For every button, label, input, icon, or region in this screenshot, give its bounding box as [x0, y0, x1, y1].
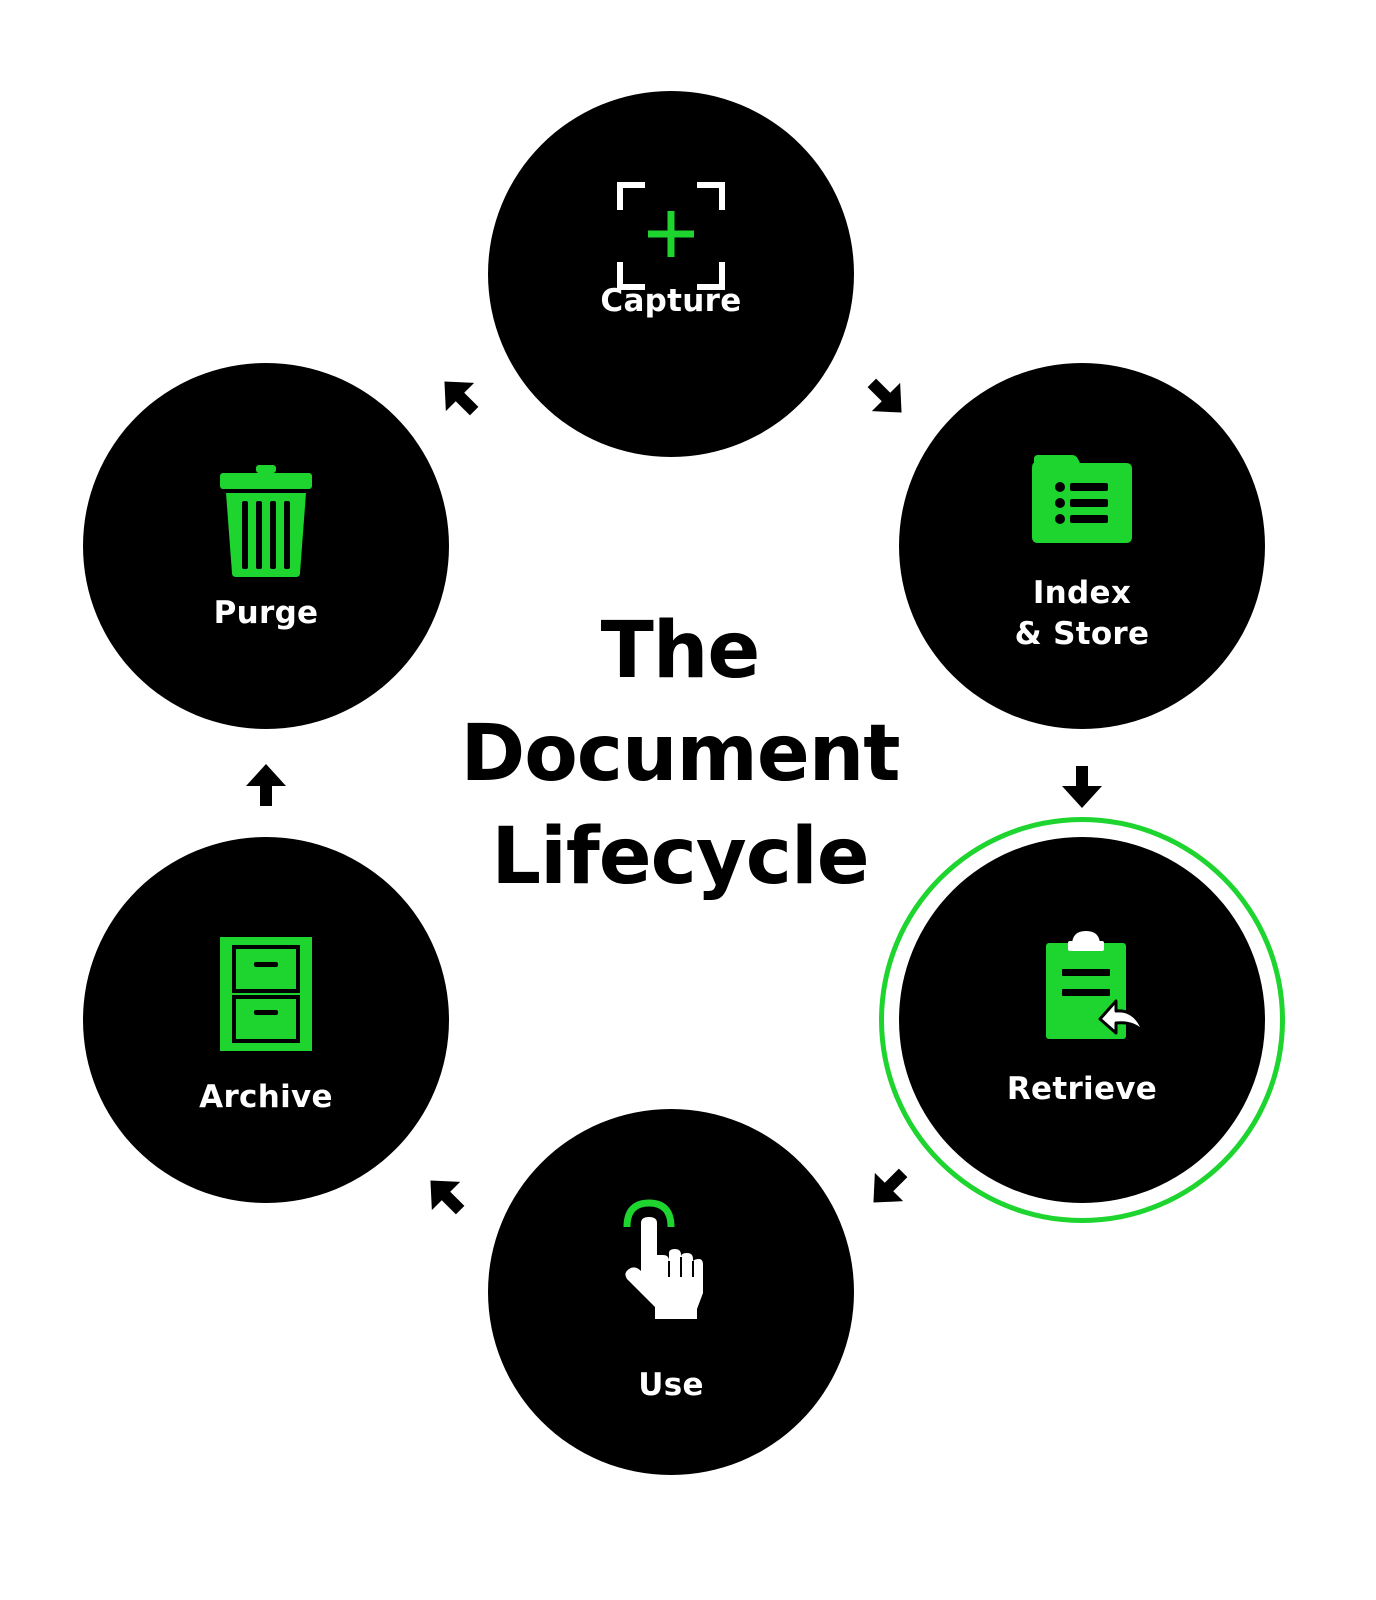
flow-arrow-archive-to-purge [246, 764, 286, 806]
capture-frame-plus-icon [617, 182, 725, 290]
flow-arrow-use-to-archive [430, 1180, 465, 1215]
stage-label-line: Index [1032, 575, 1132, 611]
stage-label: Archive [83, 1077, 449, 1118]
stage-label: Retrieve [899, 1069, 1265, 1110]
stage-label: Index & Store [899, 573, 1265, 655]
stage-label-line: Capture [600, 283, 742, 320]
trash-can-icon [220, 465, 312, 577]
stage-label-line: Use [638, 1367, 704, 1403]
stage-label-line: Purge [213, 595, 319, 631]
stage-index-store[interactable]: Index & Store [899, 363, 1265, 729]
flow-arrow-capture-to-index [867, 378, 902, 413]
stage-purge[interactable]: Purge [83, 363, 449, 729]
stage-label-line: & Store [1014, 616, 1150, 652]
pointer-hand-tap-icon [623, 1199, 703, 1319]
title-line-3: Lifecycle [491, 812, 869, 902]
flow-arrow-retrieve-to-use [873, 1168, 908, 1203]
flow-arrow-index-to-retrieve [1062, 766, 1102, 808]
diagram-title: The Document Lifecycle [420, 600, 940, 909]
stage-archive[interactable]: Archive [83, 837, 449, 1203]
stage-label-line: Retrieve [1006, 1071, 1158, 1107]
stage-label: Capture [488, 281, 854, 322]
filing-cabinet-icon [220, 937, 312, 1051]
stage-capture[interactable]: Capture [488, 91, 854, 457]
stage-label: Use [488, 1365, 854, 1406]
flow-arrow-purge-to-capture [444, 381, 479, 416]
title-line-2: Document [460, 709, 900, 799]
stage-label-line: Archive [199, 1079, 333, 1115]
stage-label: Purge [83, 593, 449, 634]
folder-list-icon [1032, 455, 1132, 543]
stage-retrieve[interactable]: Retrieve [899, 837, 1265, 1203]
clipboard-return-icon [1046, 931, 1144, 1039]
title-line-1: The [600, 606, 761, 696]
stage-use[interactable]: Use [488, 1109, 854, 1475]
